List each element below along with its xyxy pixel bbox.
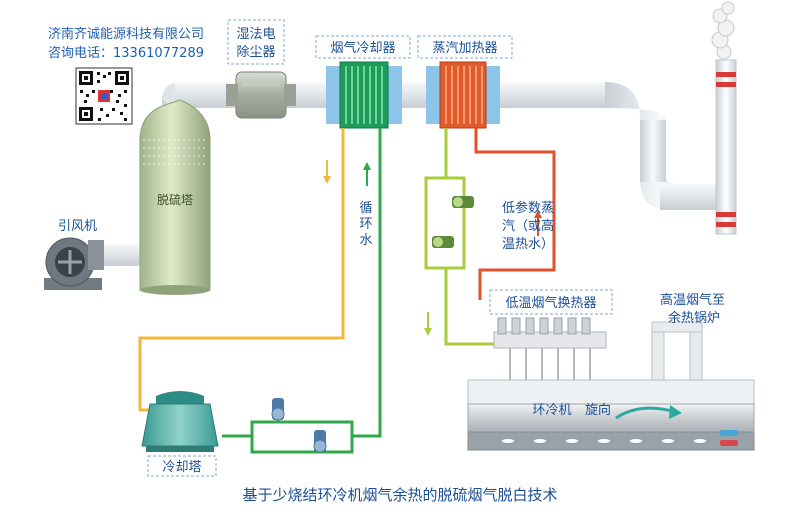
diagram-caption: 基于少烧结环冷机烟气余热的脱硫烟气脱白技术 bbox=[242, 486, 557, 504]
low-param-steam-label-1: 低参数蒸 bbox=[502, 200, 554, 216]
company-phone: 咨询电话：13361077289 bbox=[48, 46, 204, 61]
steam-heater-label-box bbox=[417, 35, 513, 59]
cooling-supply-pipe bbox=[138, 128, 345, 412]
low-param-steam-label-3: 温热水） bbox=[502, 237, 554, 252]
high-temp-gas-duct bbox=[651, 321, 703, 383]
wet-esp bbox=[226, 71, 296, 119]
chimney bbox=[715, 59, 737, 235]
wet-esp-label-1: 湿法电 bbox=[236, 27, 275, 42]
rotation-arrow bbox=[615, 405, 682, 420]
cooling-tower bbox=[141, 391, 219, 452]
cooling-pump-1 bbox=[271, 398, 285, 421]
wet-esp-label-2: 除尘器 bbox=[236, 45, 275, 60]
flue-gas-cooler-label: 烟气冷却器 bbox=[330, 40, 395, 56]
ring-cooler bbox=[467, 379, 755, 451]
cooling-return-pipe bbox=[222, 128, 382, 454]
flue-gas-cooler bbox=[326, 61, 402, 129]
smoke-plume bbox=[711, 1, 735, 60]
induced-fan-label: 引风机 bbox=[58, 219, 97, 234]
cooling-tower-label-box bbox=[147, 455, 217, 477]
wet-esp-label-box bbox=[227, 19, 285, 65]
qr-code bbox=[75, 67, 133, 125]
steam-hot-pipe bbox=[474, 128, 556, 300]
low-param-steam-label-2: 汽（或高 bbox=[502, 218, 554, 234]
flow-arrows-steam bbox=[424, 210, 542, 336]
circulating-water-label-3: 水 bbox=[359, 233, 372, 248]
steam-heater bbox=[426, 61, 500, 129]
high-temp-gas-label-1: 高温烟气至 bbox=[660, 292, 725, 308]
cooling-pump-2 bbox=[313, 430, 327, 453]
desulfurization-tower: 脱硫塔 bbox=[139, 99, 211, 295]
low-temp-exchanger-label: 低温烟气换热器 bbox=[505, 295, 596, 311]
flow-arrows-cooling bbox=[323, 160, 371, 186]
high-temp-gas-label-2: 余热锅炉 bbox=[668, 310, 720, 326]
circulating-water-label-2: 环 bbox=[359, 217, 372, 232]
steam-heater-label: 蒸汽加热器 bbox=[432, 41, 497, 56]
ring-cooler-label: 环冷机 bbox=[532, 403, 571, 418]
company-name: 济南齐诚能源科技有限公司 bbox=[48, 26, 204, 42]
circulating-water-label-1: 循 bbox=[359, 201, 372, 216]
low-temp-exchanger bbox=[493, 317, 607, 380]
steam-pump-2 bbox=[432, 236, 454, 248]
rotation-label: 旋向 bbox=[585, 402, 611, 418]
low-temp-exchanger-label-box bbox=[489, 289, 613, 315]
flue-gas-cooler-label-box bbox=[315, 35, 411, 59]
steam-pump-1 bbox=[452, 196, 474, 208]
induced-fan bbox=[44, 237, 104, 290]
cooling-tower-label: 冷却塔 bbox=[162, 460, 201, 475]
steam-return-pipe bbox=[424, 128, 494, 346]
desulfurization-tower-label: 脱硫塔 bbox=[157, 192, 193, 207]
